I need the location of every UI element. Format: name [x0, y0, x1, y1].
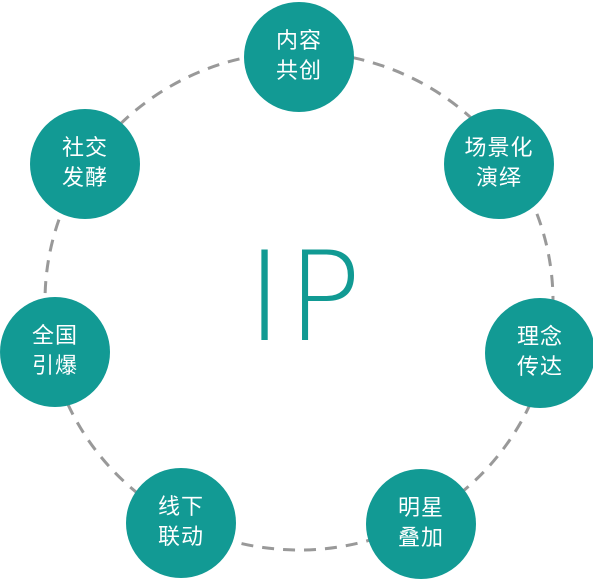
node-line-2: 叠加 — [397, 526, 444, 551]
node-line-1: 社交 — [61, 136, 108, 161]
node-line-1: 理念 — [516, 325, 563, 350]
node-line-1: 场景化 — [464, 136, 534, 161]
node-line-2: 引爆 — [31, 354, 78, 379]
node-line-1: 内容 — [275, 29, 322, 54]
node-concept-communication: 理念 传达 — [485, 298, 593, 408]
node-nationwide-explosion: 全国 引爆 — [0, 297, 110, 407]
node-content-co-creation: 内容 共创 — [244, 2, 354, 112]
node-line-1: 明星 — [397, 496, 444, 521]
node-line-2: 传达 — [516, 355, 563, 380]
node-offline-linkage: 线下 联动 — [126, 468, 236, 578]
node-line-1: 线下 — [157, 495, 204, 520]
node-line-2: 演绎 — [475, 166, 522, 191]
node-scene-interpretation: 场景化 演绎 — [444, 109, 554, 219]
node-line-2: 发酵 — [61, 166, 108, 191]
node-line-1: 全国 — [31, 324, 78, 349]
node-star-overlay: 明星 叠加 — [366, 469, 476, 579]
center-ip-label: IP — [246, 226, 366, 370]
node-line-2: 联动 — [157, 525, 204, 550]
node-line-2: 共创 — [275, 59, 322, 84]
node-social-fermentation: 社交 发酵 — [30, 109, 140, 219]
